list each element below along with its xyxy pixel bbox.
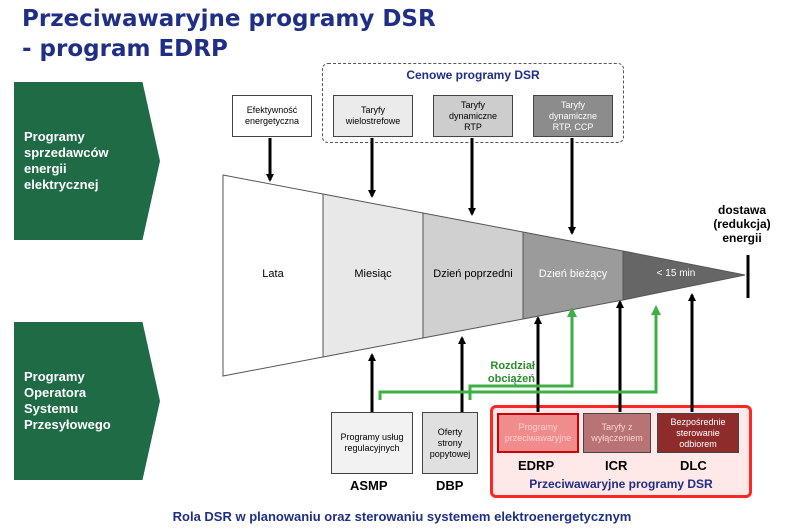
demand-side-offers-box: Oferty strony popytowej bbox=[422, 412, 478, 474]
tso-programs-label: Programy Operatora Systemu Przesyłowego bbox=[24, 369, 111, 432]
interruptible-tariffs-box: Taryfy z wyłączeniem bbox=[583, 413, 651, 453]
dynamic-rtp-ccp-tariffs-box: Taryfy dynamiczne RTP, CCP bbox=[533, 95, 613, 137]
direct-load-control-box: Bezpośrednie sterowanie odbiorem bbox=[657, 413, 739, 453]
slide-title: Przeciwawaryjne programy DSR - program E… bbox=[22, 4, 436, 64]
regulatory-services-box: Programy usług regulacyjnych bbox=[331, 412, 413, 474]
slide-title-line-1: Przeciwawaryjne programy DSR bbox=[22, 6, 436, 32]
seller-programs-panel: Programy sprzedawców energii elektryczne… bbox=[14, 82, 160, 240]
icr-label: ICR bbox=[605, 458, 628, 473]
load-split-line-short bbox=[468, 307, 577, 400]
slide-title-line-2: - program EDRP bbox=[22, 36, 228, 62]
energy-efficiency-box: Efektywność energetyczna bbox=[232, 95, 312, 137]
stage-label-dzien-biezacy: Dzień bieżący bbox=[538, 268, 608, 280]
emergency-programs-box: Programy przeciwawaryjne bbox=[497, 413, 579, 453]
asmp-label: ASMP bbox=[350, 478, 388, 493]
dynamic-rtp-tariffs-box: Taryfy dynamiczne RTP bbox=[433, 95, 513, 137]
stage-label-lata: Lata bbox=[262, 268, 284, 280]
edrp-label: EDRP bbox=[518, 458, 555, 473]
price-programs-title: Cenowe programy DSR bbox=[406, 68, 540, 82]
figure-caption: Rola DSR w planowaniu oraz sterowaniu sy… bbox=[172, 509, 632, 524]
energy-delivery-label: dostawa (redukcja) energii bbox=[713, 203, 771, 245]
stage-label-15-min: < 15 min bbox=[656, 268, 696, 279]
stage-label-dzien-poprzedni: Dzień poprzedni bbox=[433, 268, 513, 280]
dlc-label: DLC bbox=[680, 458, 707, 473]
emergency-programs-title: Przeciwawaryjne programy DSR bbox=[529, 477, 713, 491]
tso-programs-panel: Programy Operatora Systemu Przesyłowego bbox=[14, 322, 160, 480]
multizone-tariffs-box: Taryfy wielostrefowe bbox=[333, 95, 413, 137]
seller-programs-label: Programy sprzedawców energii elektryczne… bbox=[24, 129, 109, 192]
stage-segment-15-min bbox=[622, 250, 746, 301]
dbp-label: DBP bbox=[436, 478, 464, 493]
load-split-label: Rozdział obciążeń bbox=[487, 360, 535, 385]
stage-label-miesiac: Miesiąc bbox=[354, 268, 392, 280]
load-split-line-long bbox=[378, 305, 661, 400]
